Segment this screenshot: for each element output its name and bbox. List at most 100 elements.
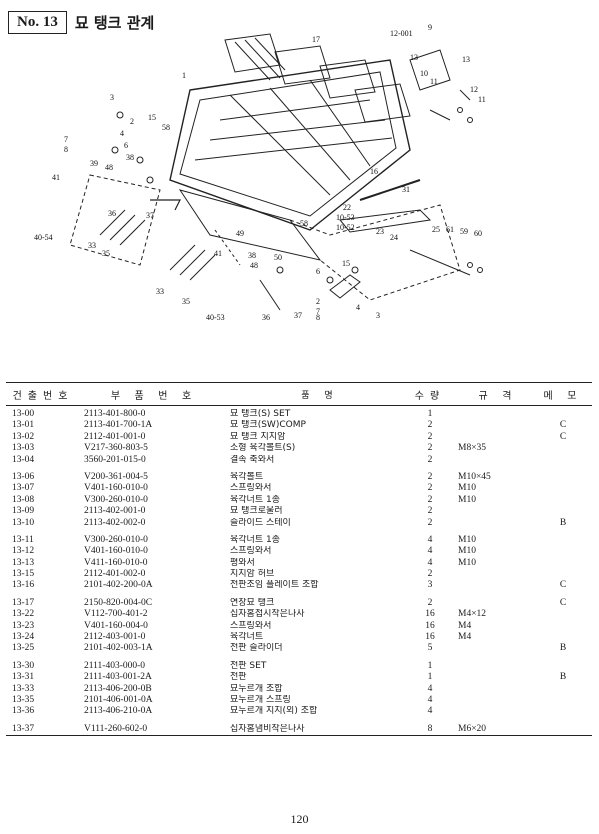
cell-memo <box>538 495 588 506</box>
cell-part: 2101-402-003-1A <box>84 643 153 654</box>
callout: 37 <box>294 311 302 320</box>
cell-memo <box>538 569 588 580</box>
cell-spec <box>450 598 538 609</box>
column-header: 건출번호 <box>12 390 74 402</box>
cell-qty: 4 <box>427 546 433 557</box>
cell-qty: 2 <box>427 471 433 482</box>
cell-qty: 2 <box>427 506 433 517</box>
callout: 35 <box>102 249 110 258</box>
cell-part: 2113-406-210-0A <box>84 706 153 717</box>
cell-no: 13-36 <box>12 706 35 717</box>
cell-qty: 2 <box>427 431 433 442</box>
callout: 2 <box>130 117 134 126</box>
cell-spec: M10 <box>458 483 476 494</box>
cell-qty: 4 <box>427 683 433 694</box>
cell-spec: M10 <box>458 557 476 568</box>
cell-qty: 5 <box>427 643 433 654</box>
cell-spec <box>450 518 538 529</box>
cell-spec <box>450 569 538 580</box>
cell-name: 묘누르개 스프링 <box>230 694 291 705</box>
cell-part: V217-360-803-5 <box>84 443 148 454</box>
cell-memo <box>538 684 588 695</box>
cell-part: 2111-403-001-2A <box>84 672 152 683</box>
cell-spec <box>450 695 538 706</box>
column-header: 수량 <box>414 390 446 402</box>
cell-qty: 2 <box>427 483 433 494</box>
cell-name: 평와서 <box>230 557 255 568</box>
cell-memo <box>538 724 588 735</box>
cell-spec: M10 <box>458 534 476 545</box>
cell-no: 13-22 <box>12 609 35 620</box>
cell-part: V300-260-010-0 <box>84 494 148 505</box>
cell-no: 13-02 <box>12 431 35 442</box>
cell-no: 13-33 <box>12 683 35 694</box>
cell-name: 묘 탱크(S) SET <box>230 409 291 419</box>
cell-qty: 4 <box>427 694 433 705</box>
callout: 41 <box>52 173 60 182</box>
cell-name: 묘 탱크로울러 <box>230 506 283 517</box>
cell-no: 13-23 <box>12 620 35 631</box>
cell-memo <box>538 506 588 517</box>
cell-spec <box>450 672 538 683</box>
column-header: 품 명 <box>301 390 339 401</box>
cell-qty: 4 <box>427 557 433 568</box>
callout: 58 <box>162 123 170 132</box>
cell-spec <box>450 420 538 431</box>
callout: 10-52 <box>336 223 355 232</box>
callout: 10 <box>420 69 428 78</box>
cell-part: 2113-406-200-0B <box>84 683 152 694</box>
cell-spec: M4×12 <box>458 609 487 620</box>
callout: 11 <box>430 77 438 86</box>
cell-memo: C <box>559 597 567 608</box>
cell-memo <box>538 706 588 717</box>
cell-memo <box>538 535 588 546</box>
callout: 48 <box>250 261 258 270</box>
cell-no: 13-00 <box>12 409 35 419</box>
callout: 15 <box>148 113 156 122</box>
cell-no: 13-04 <box>12 454 35 465</box>
callout: 36 <box>262 313 270 320</box>
cell-memo <box>538 621 588 632</box>
cell-spec: M8×35 <box>458 443 487 454</box>
cell-qty: 2 <box>427 443 433 454</box>
cell-memo <box>538 661 588 672</box>
cell-qty: 2 <box>427 494 433 505</box>
cell-memo <box>538 443 588 454</box>
callout: 25 <box>432 225 440 234</box>
callout: 38 <box>248 251 256 260</box>
cell-qty: 16 <box>425 632 435 643</box>
cell-part: 2150-820-004-0C <box>84 597 153 608</box>
callout: 59 <box>460 227 468 236</box>
cell-memo: B <box>559 672 567 683</box>
callout: 8 <box>64 145 68 154</box>
cell-qty: 1 <box>427 660 433 671</box>
cell-qty: 2 <box>427 517 433 528</box>
callout: 7 <box>64 135 68 144</box>
callout: 9 <box>428 23 432 32</box>
cell-name: 육각너트 <box>230 632 264 643</box>
cell-part: 2112-403-001-0 <box>84 632 146 643</box>
cell-memo: C <box>559 420 567 431</box>
cell-memo <box>538 483 588 494</box>
cell-no: 13-15 <box>12 569 35 580</box>
seedling-tray-group <box>69 33 483 311</box>
callout: 22 <box>343 203 351 212</box>
cell-no: 13-24 <box>12 632 35 643</box>
callout: 61 <box>446 225 454 234</box>
column-header: 부 품 번 호 <box>110 390 198 402</box>
cell-memo <box>538 632 588 643</box>
